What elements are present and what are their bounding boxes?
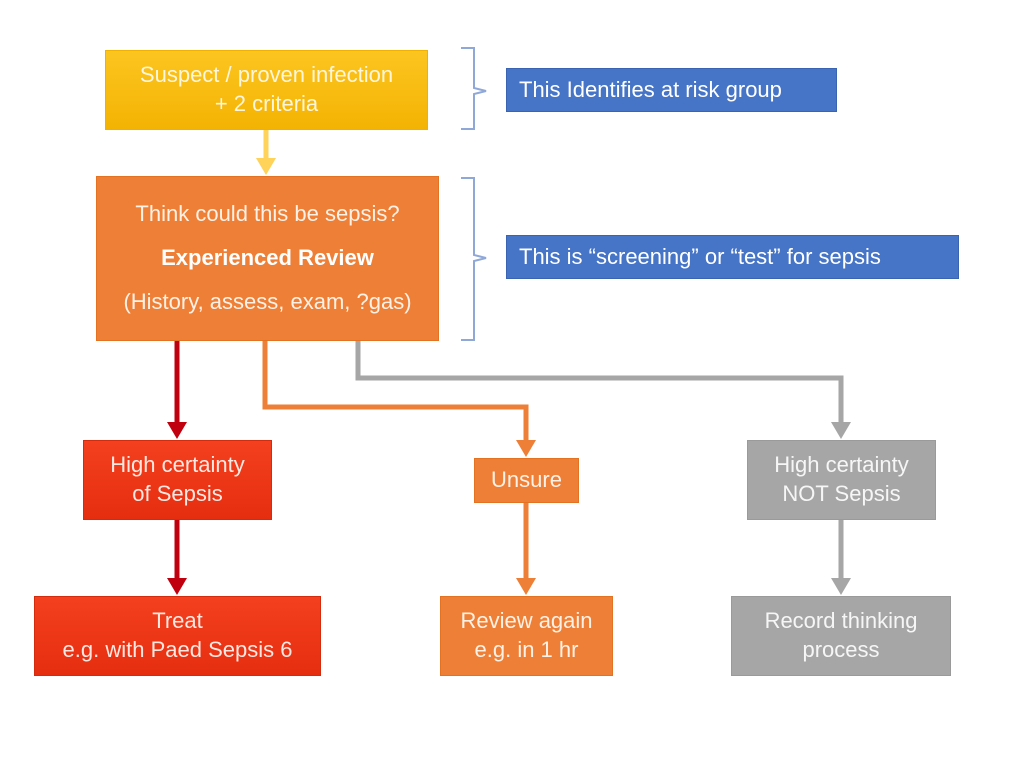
node-suspect-line1: Suspect / proven infection	[139, 62, 394, 88]
node-review-title: Experienced Review	[161, 245, 374, 271]
node-high-sepsis-line2: of Sepsis	[132, 481, 223, 506]
node-not-sepsis-line1: High certainty	[774, 452, 909, 478]
node-high-sepsis-line1: High certainty	[110, 452, 245, 478]
arrow-review-to-not-sepsis	[355, 341, 844, 424]
arrowhead-review-to-high-sepsis	[167, 422, 187, 439]
node-record-line1: Record thinking	[764, 608, 918, 634]
node-review-detail: (History, assess, exam, ?gas)	[123, 289, 412, 315]
arrowhead-suspect-to-review	[256, 158, 276, 175]
node-review-again: Review again e.g. in 1 hr	[440, 596, 613, 676]
node-record-line2: process	[802, 637, 880, 662]
arrowhead-not-sepsis-to-record	[831, 578, 851, 595]
node-record-thinking: Record thinking process	[731, 596, 951, 676]
node-review-again-line2: e.g. in 1 hr	[474, 637, 579, 662]
node-high-certainty-not-sepsis: High certainty NOT Sepsis	[747, 440, 936, 520]
arrow-review-to-unsure	[262, 341, 529, 442]
arrowhead-review-to-not-sepsis	[831, 422, 851, 439]
node-not-sepsis-line2: NOT Sepsis	[782, 481, 901, 506]
node-review-question: Think could this be sepsis?	[135, 201, 400, 227]
node-unsure-line1: Unsure	[491, 467, 562, 493]
node-experienced-review: Think could this be sepsis? Experienced …	[96, 176, 439, 341]
arrowhead-unsure-to-review-again	[516, 578, 536, 595]
node-high-certainty-sepsis: High certainty of Sepsis	[83, 440, 272, 520]
bracket-screening	[461, 177, 487, 341]
node-suspect-infection: Suspect / proven infection + 2 criteria	[105, 50, 428, 130]
bracket-risk-group	[461, 47, 487, 130]
node-suspect-line2: + 2 criteria	[214, 91, 319, 116]
arrowhead-review-to-unsure	[516, 440, 536, 457]
annotation-screening: This is “screening” or “test” for sepsis	[506, 235, 959, 279]
node-unsure: Unsure	[474, 458, 579, 503]
annotation-risk-group: This Identifies at risk group	[506, 68, 837, 112]
node-treat-line1: Treat	[152, 608, 203, 634]
node-treat-line2: e.g. with Paed Sepsis 6	[62, 637, 293, 662]
arrowhead-high-sepsis-to-treat	[167, 578, 187, 595]
node-treat: Treat e.g. with Paed Sepsis 6	[34, 596, 321, 676]
node-review-again-line1: Review again	[460, 608, 593, 634]
